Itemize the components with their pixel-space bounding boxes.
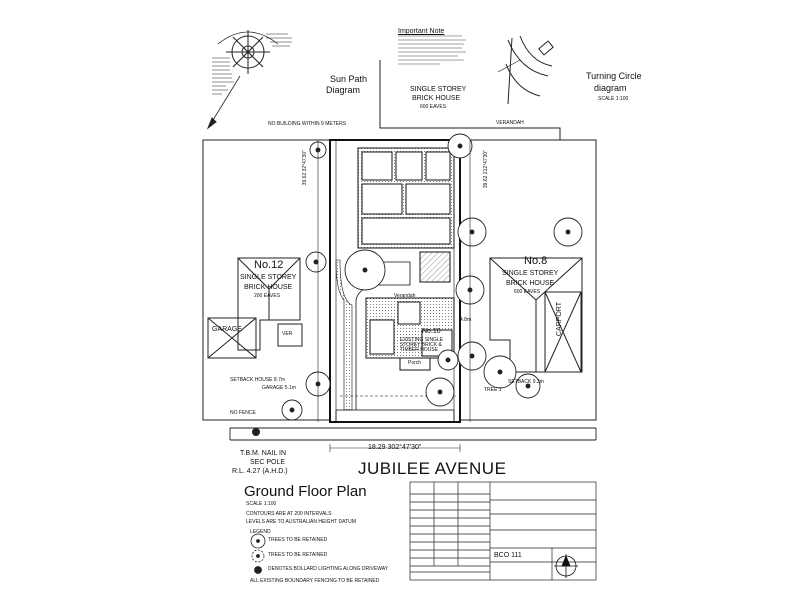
- tbm-line3: R.L. 4.27 (A.H.D.): [232, 468, 288, 475]
- carport-label: CARPORT: [556, 302, 563, 337]
- sun-path-title: Sun Path: [330, 74, 368, 84]
- street-verge: [229, 427, 597, 441]
- no-fence-label: NO FENCE: [230, 410, 256, 416]
- dimension-right-label: 4.8m: [460, 317, 472, 323]
- boundary-south-label: 18.29 302°47'30": [368, 444, 422, 451]
- setback-right-label: SETBACK 9.3m: [508, 379, 544, 385]
- subject-site: [329, 139, 461, 423]
- title-block: [409, 481, 597, 581]
- sun-path-diagram: [206, 30, 292, 130]
- important-note-title: Important Note: [398, 28, 445, 35]
- turning-circle-diagram: [497, 35, 554, 105]
- tbm-line2: SEC POLE: [250, 459, 286, 466]
- left-house-line2: BRICK HOUSE: [244, 284, 293, 291]
- turning-circle-subtitle: diagram: [594, 83, 627, 93]
- bollard-icon: [254, 566, 262, 574]
- important-note-block: [398, 35, 466, 65]
- north-house-line3: 600 EAVES: [420, 104, 447, 110]
- legend-title: LEGEND: [250, 529, 271, 535]
- street-name: JUBILEE AVENUE: [358, 459, 507, 478]
- dimension-lines: [317, 140, 471, 452]
- north-neighbour-house: [379, 60, 561, 140]
- left-house-number: No.12: [254, 259, 284, 271]
- subject-site-description: EXISTING SINGLE STOREY BRICK & TIMBER HO…: [400, 337, 444, 353]
- notes-line1: CONTOURS ARE AT 200 INTERVALS: [246, 511, 332, 517]
- left-house-line3: 200 EAVES: [254, 293, 281, 299]
- north-house-line1: SINGLE STOREY: [410, 86, 467, 93]
- right-house-line3: 600 EAVES: [514, 289, 541, 295]
- legend-item-3: DENOTES BOLLARD LIGHTING ALONG DRIVEWAY: [268, 566, 389, 572]
- turning-circle-scale: SCALE 1:100: [598, 96, 629, 102]
- subject-site-number: No.10: [422, 328, 441, 335]
- tbm-marker: [252, 428, 260, 436]
- right-house-number: No.8: [524, 255, 548, 267]
- boundary-east-label: 39.62 212°47'30": [483, 150, 489, 189]
- setback-left-line1: SETBACK HOUSE 8.7m: [230, 377, 286, 383]
- ver-label: VER: [282, 331, 293, 337]
- legend-item-4: ALL EXISTING BOUNDARY FENCING TO BE RETA…: [250, 578, 380, 584]
- left-house-line1: SINGLE STOREY: [240, 274, 297, 281]
- turning-circle-title: Turning Circle: [586, 71, 642, 81]
- sun-path-subtitle: Diagram: [326, 85, 361, 95]
- garage-label: GARAGE: [212, 326, 242, 333]
- right-house-line2: BRICK HOUSE: [506, 280, 555, 287]
- notes-line2: LEVELS ARE TO AUSTRALIAN HEIGHT DATUM: [246, 519, 356, 525]
- legend-item-1: TREES TO BE RETAINED: [268, 537, 328, 543]
- plan-title: Ground Floor Plan: [244, 483, 367, 500]
- verandah-label: VERANDAH: [496, 120, 524, 126]
- north-arrow-icon: [554, 554, 578, 578]
- tbm-line1: T.B.M. NAIL IN: [240, 450, 287, 457]
- north-house-line2: BRICK HOUSE: [412, 95, 461, 102]
- tree-label: TREE 1: [484, 387, 502, 393]
- no-building-note: NO BUILDING WITHIN 9 METERS: [268, 121, 347, 127]
- boundary-west-label: 39.62 32°47'30": [302, 150, 308, 186]
- porch-label: Porch: [408, 360, 422, 366]
- verandah-small-label: Verandah: [394, 293, 416, 299]
- drawing-number: BCO 111: [494, 552, 522, 559]
- legend-item-2: TREES TO BE RETAINED: [268, 552, 328, 558]
- setback-left-line2: GARAGE 5.1m: [262, 385, 296, 391]
- right-house-line1: SINGLE STOREY: [502, 270, 559, 277]
- legend-icons: [250, 533, 266, 574]
- plan-scale: SCALE 1:100: [246, 501, 277, 507]
